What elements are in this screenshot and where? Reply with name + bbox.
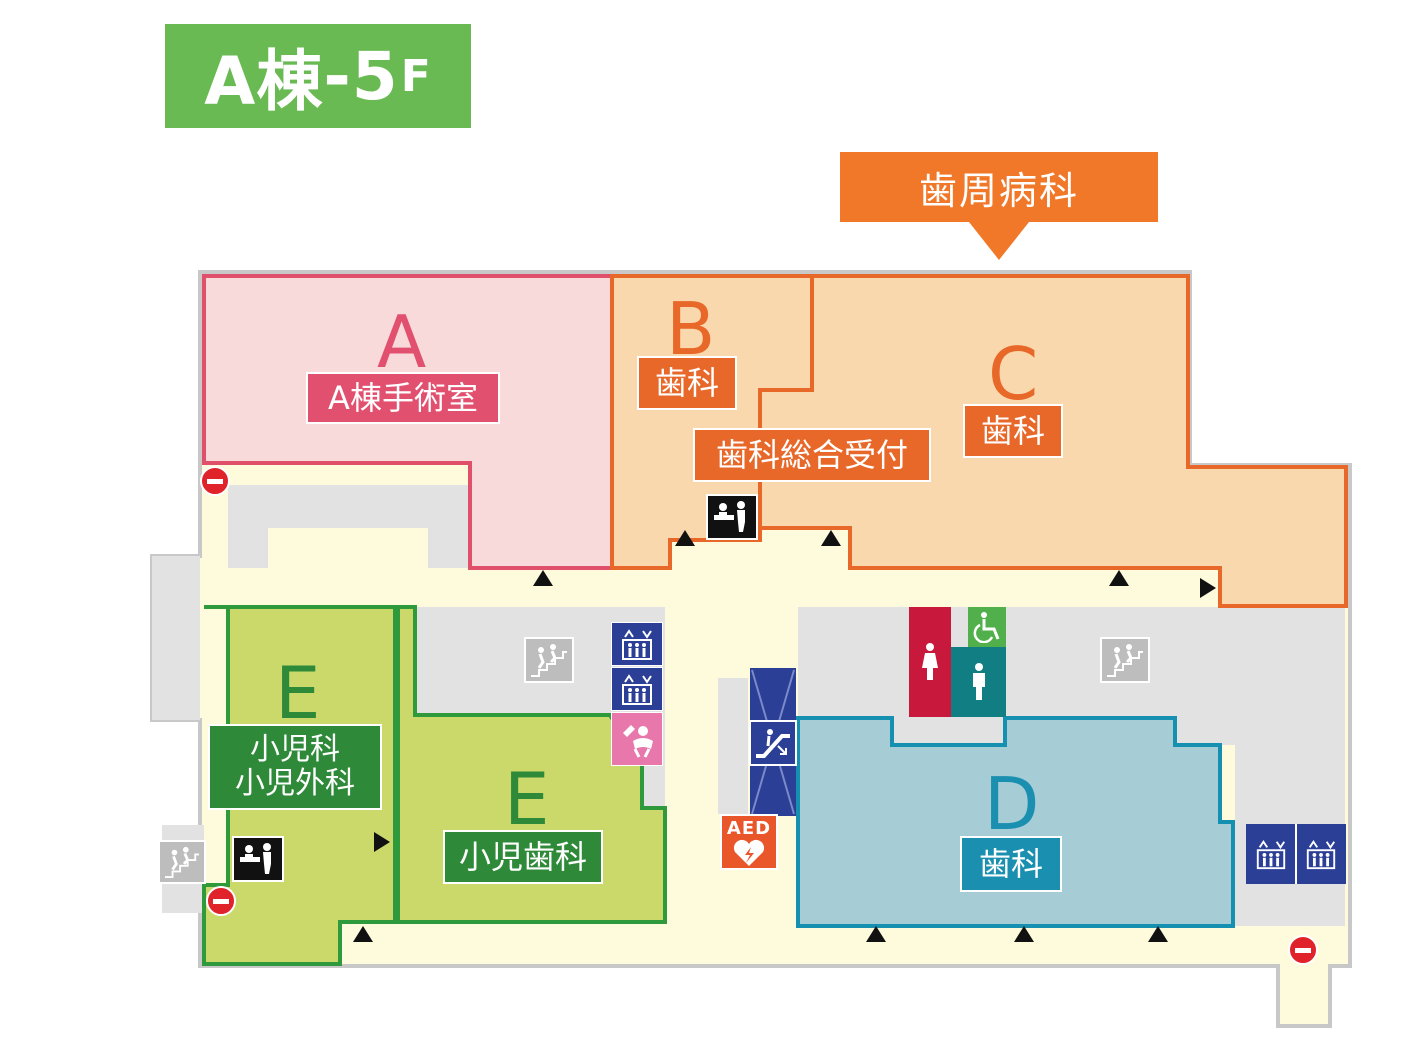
floor-number: 5 [351,37,399,115]
banner-arrow-icon [969,222,1029,260]
nursing-room-icon[interactable] [611,712,663,766]
stairs-icon-left[interactable] [158,840,206,884]
zone-b-label[interactable]: 歯科 [637,356,737,410]
restroom-male-icon[interactable] [951,647,1006,717]
zone-a-label[interactable]: A棟手術室 [306,372,500,424]
zone-a-letter: A [377,300,427,384]
escalator-icon[interactable] [749,720,797,766]
reception-label[interactable]: 歯科総合受付 [693,428,931,482]
utility-area-escalator [718,678,748,814]
zone-b-letter: B [666,287,716,371]
zone-e-left-label-line1: 小児科 [250,731,340,767]
elevator-glyph [1306,840,1336,870]
male-glyph [972,663,985,700]
zone-e-left-label-line2: 小児外科 [235,766,355,801]
entrance-arrow-icon [675,530,695,546]
entrance-arrow-icon [374,832,390,852]
utility-area-top-left [228,485,470,568]
aed-icon[interactable]: AED [720,814,778,870]
nursing-glyph [623,725,653,758]
entrance-arrow-icon [866,926,886,942]
stairs-glyph [531,644,567,677]
elevator-icon[interactable] [611,667,663,711]
banner-label: 歯周病科 [918,168,1079,213]
zone-d-letter: D [984,762,1040,846]
stairs-icon-center[interactable] [524,637,574,683]
female-glyph [922,643,938,680]
stairs-glyph [1107,644,1143,677]
stairs-glyph [165,846,199,879]
zone-e-right-letter: E [504,757,550,841]
entrance-arrow-icon [1200,578,1216,598]
zone-e-left-letter: E [275,651,321,735]
entrance-arrow-icon [533,570,553,586]
floor-unit: F [400,50,432,102]
entrance-arrow-icon [821,530,841,546]
entrance-arrow-icon [1109,570,1129,586]
zone-e-left-label[interactable]: 小児科 小児外科 [208,724,382,810]
reception-icon-b[interactable] [706,494,758,540]
elevator-glyph [622,674,652,705]
title-separator: - [323,37,352,115]
zone-d-area [796,716,1235,928]
stairs-icon-right[interactable] [1100,637,1150,683]
entrance-arrow-icon [353,926,373,942]
no-entry-icon [200,466,230,496]
zone-e-right-label[interactable]: 小児歯科 [443,830,603,884]
building-name: A棟 [204,43,324,120]
wheelchair-glyph [973,612,1000,643]
elevator-icon[interactable] [611,622,663,666]
utility-area-left [152,556,200,720]
reception-icon-e[interactable] [232,836,284,882]
accessible-restroom-icon[interactable] [968,607,1006,647]
entrance-arrow-icon [1014,926,1034,942]
utility-area-center [415,607,665,808]
aed-heart-glyph [733,839,765,866]
reception-glyph [714,501,745,532]
escalator-glyph [756,729,790,758]
entrance-arrow-icon [1148,926,1168,942]
elevator-icon[interactable] [1250,828,1292,880]
zone-c-letter: C [988,332,1039,416]
zone-c-label[interactable]: 歯科 [963,404,1063,458]
elevator-glyph [622,629,652,660]
restroom-female-icon[interactable] [909,607,951,717]
elevator-glyph [1256,840,1286,870]
elevator-icon[interactable] [1300,828,1342,880]
zone-d-label[interactable]: 歯科 [960,836,1062,892]
reception-glyph [240,843,271,874]
aed-label: AED [726,817,772,839]
periodontics-banner[interactable]: 歯周病科 [840,152,1158,222]
no-entry-icon [206,886,236,916]
no-entry-icon [1288,935,1318,965]
